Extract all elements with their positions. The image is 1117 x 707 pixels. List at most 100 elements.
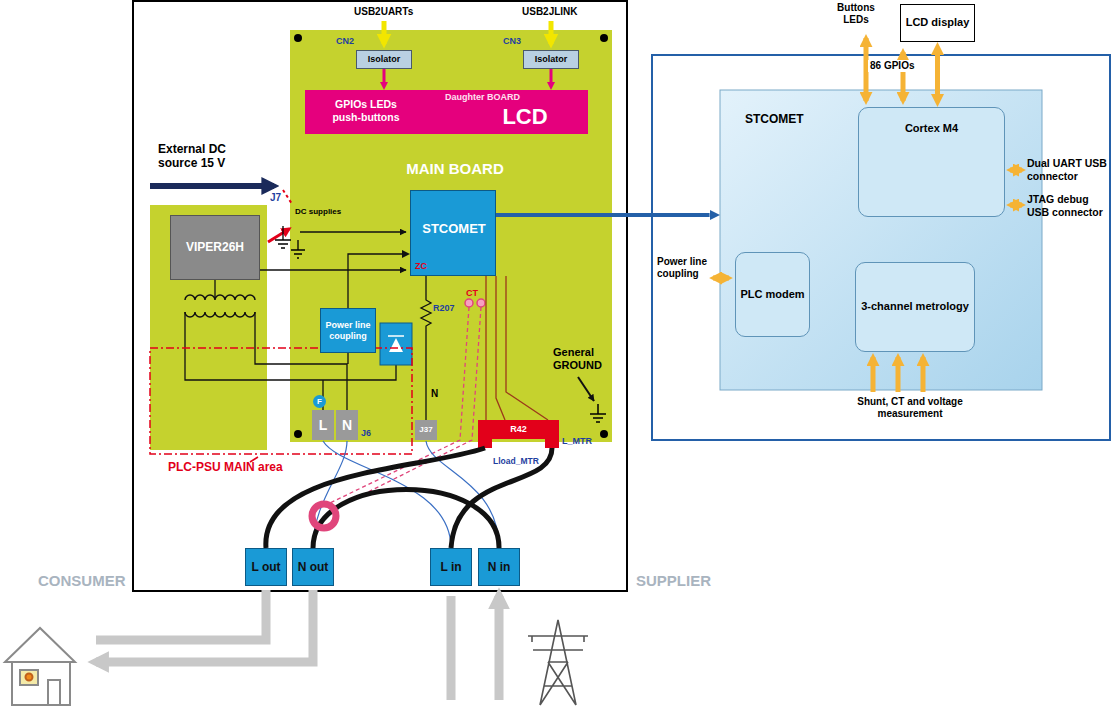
node-label: J37 <box>419 425 432 435</box>
node-label: Power line coupling <box>324 320 372 342</box>
mains-terminal: L out <box>245 548 287 586</box>
usb-label: USB2UARTs <box>354 6 413 18</box>
connector-arrow <box>935 55 940 94</box>
node-label: Isolator <box>368 54 401 65</box>
io-label: Buttons LEDs <box>833 2 879 26</box>
power-cable <box>266 448 552 548</box>
signal-name: CT <box>466 288 478 299</box>
part-name: R207 <box>433 303 455 314</box>
psu-chip: VIPER26H <box>170 215 260 280</box>
mains-terminal: N out <box>292 548 334 586</box>
signal-wire <box>214 280 215 298</box>
node-text: Daughter BOARD <box>445 92 555 103</box>
mounting-hole <box>294 34 608 438</box>
psu-board <box>150 205 267 450</box>
leader-arrow <box>578 377 594 401</box>
dc-input-arrow <box>150 183 274 189</box>
modem-block: PLC modem <box>735 252 810 337</box>
connector-name: J7 <box>270 192 281 204</box>
coupling-box: Power line coupling <box>320 308 376 353</box>
node-label: Isolator <box>535 54 568 65</box>
node-label: N <box>342 417 352 434</box>
node-label: L <box>319 417 328 434</box>
ground-symbol <box>291 240 305 258</box>
transformer-coil <box>185 295 255 300</box>
side-label: SUPPLIER <box>636 572 711 590</box>
node-label: L out <box>251 560 280 574</box>
main-board: Isolator IsolatorGPIOs LEDs push-buttons D… <box>290 30 612 442</box>
connector-arrow <box>383 69 386 82</box>
sense-wire <box>313 441 499 548</box>
node-label: F <box>317 397 322 407</box>
signal-wire <box>300 231 406 232</box>
node-title: MAIN BOARD <box>395 160 515 178</box>
connector-name: J6 <box>361 428 371 439</box>
node-label: N out <box>298 560 329 574</box>
node-text: ZC <box>415 261 439 272</box>
io-label: Shunt, CT and voltage measurement <box>845 396 975 420</box>
node-label: R42 <box>510 424 527 435</box>
current-transformer <box>312 504 336 528</box>
connector-name: CN3 <box>503 36 521 47</box>
node-label: N in <box>488 560 511 574</box>
transformer-coil <box>185 312 255 317</box>
ground-symbol <box>275 226 291 248</box>
usb-arrow <box>549 21 554 44</box>
node-label: Cortex M4 <box>905 122 958 135</box>
connector-arrow <box>348 254 402 308</box>
input-label: External DC source 15 V <box>158 142 248 171</box>
display-box: LCD display <box>900 4 975 42</box>
usb-arrow <box>382 21 387 44</box>
connector-name: CN2 <box>336 36 354 47</box>
ground-symbol <box>590 404 606 422</box>
isolator-box: Isolator <box>523 50 579 69</box>
node-label: PLC modem <box>740 288 804 301</box>
soc-chip: STCOMET ZC <box>410 190 496 276</box>
mains-terminal: N in <box>478 548 520 586</box>
metrology-block: 3-channel metrology <box>855 262 975 352</box>
area-outline <box>150 348 412 454</box>
node-label: VIPER26H <box>186 240 244 254</box>
usb-label: USB2JLINK <box>522 6 578 18</box>
io-label: JTAG debug USB connector <box>1027 193 1111 218</box>
node-title: STCOMET <box>411 221 497 237</box>
fuse-marker: F <box>313 395 326 408</box>
cpu-block: Cortex M4 <box>858 107 1005 217</box>
resistor-symbol <box>421 276 431 420</box>
dc-supply-path <box>283 190 292 204</box>
isolator-box: Isolator <box>356 50 412 69</box>
soc-block: Cortex M4 PLC modem 3-channel metrology STC… <box>720 90 1042 390</box>
io-arrow <box>713 38 1022 392</box>
io-label: Power line coupling <box>657 256 711 280</box>
signal-name: N <box>431 388 438 400</box>
sense-wire <box>486 276 548 420</box>
side-label: CONSUMER <box>38 572 126 590</box>
ground-label: General GROUND <box>553 346 611 372</box>
mains-terminal: L in <box>430 548 472 586</box>
power-flow-arrow <box>96 590 313 662</box>
terminal-block: L <box>312 410 334 440</box>
soc-block <box>720 90 1042 390</box>
terminal-block: N <box>336 410 358 440</box>
connector-arrow <box>550 69 553 82</box>
node-title: STCOMET <box>745 112 845 126</box>
ct-pin <box>465 299 485 307</box>
io-label: 86 GPIOs <box>868 60 916 72</box>
signal-wire <box>260 269 406 270</box>
node-label: LCD display <box>906 16 970 29</box>
tvs-protection <box>380 323 412 365</box>
node-label: 3-channel metrology <box>861 300 969 313</box>
connector-arrow <box>496 213 710 217</box>
house-icon <box>5 628 75 705</box>
node-text: LCD <box>475 104 575 130</box>
power-flow-arrow <box>451 596 499 700</box>
signal-wire <box>185 312 396 410</box>
pylon-icon <box>528 620 588 705</box>
signal-name: L_MTR <box>562 436 592 447</box>
daughter-board: GPIOs LEDs push-buttons Daughter BOARDLCD <box>305 90 588 134</box>
area-label: PLC-PSU MAIN area <box>168 460 283 474</box>
node-title: GPIOs LEDs push-buttons <box>320 98 412 123</box>
node-label: L in <box>440 560 461 574</box>
io-label: Dual UART USB connector <box>1027 157 1111 182</box>
